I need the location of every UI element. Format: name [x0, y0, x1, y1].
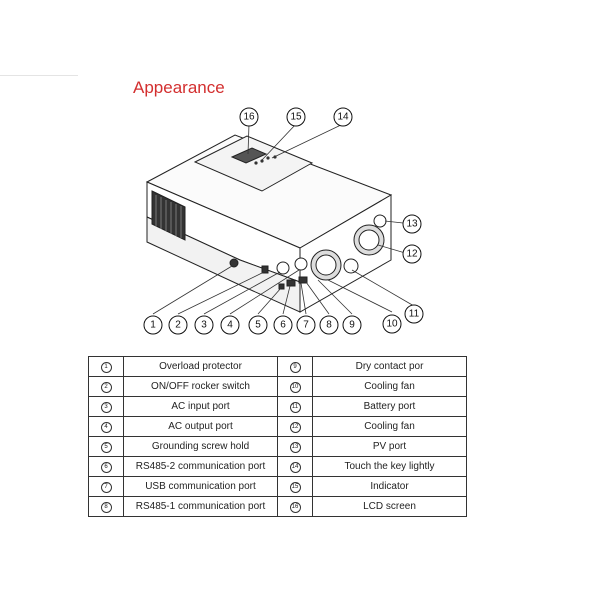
bottom-plate	[146, 216, 301, 313]
table-row: 2 ON/OFF rocker switch 10 Cooling fan	[88, 376, 467, 397]
legend-label: RS485-2 communication port	[123, 456, 278, 477]
legend-label: AC output port	[123, 416, 278, 437]
callout-5: 5	[255, 320, 261, 331]
legend-num: 13	[289, 442, 301, 453]
callout-8: 8	[326, 320, 332, 331]
legend-label: Cooling fan	[312, 416, 467, 437]
callout-4: 4	[227, 320, 233, 331]
legend-num: 11	[289, 402, 301, 413]
table-row: 3 AC input port 11 Battery port	[88, 396, 467, 417]
lcd-screen	[230, 147, 268, 164]
legend-num: 15	[289, 482, 301, 493]
legend-num: 4	[100, 422, 112, 433]
callout-7: 7	[303, 320, 309, 331]
top-panel	[193, 135, 314, 192]
top-rule	[0, 75, 78, 76]
legend-num: 10	[289, 382, 301, 393]
callout-14: 14	[337, 112, 349, 123]
callout-2: 2	[175, 320, 181, 331]
callout-11: 11	[409, 309, 420, 320]
callout-15: 15	[290, 112, 302, 123]
legend-num: 12	[289, 422, 301, 433]
legend-label: Touch the key lightly	[312, 456, 467, 477]
section-title: Appearance	[133, 78, 225, 97]
callout-3: 3	[201, 320, 207, 331]
legend-num: 9	[289, 362, 301, 373]
legend-num: 1	[100, 362, 112, 373]
legend-num: 5	[100, 442, 112, 453]
table-row: 7 USB communication port 15 Indicator	[88, 476, 467, 497]
overload-protector	[229, 258, 239, 268]
table-row: 1 Overload protector 9 Dry contact por	[88, 356, 467, 377]
legend-label: USB communication port	[123, 476, 278, 497]
legend-label: AC input port	[123, 396, 278, 417]
side-vent	[151, 190, 186, 241]
legend-label: Battery port	[312, 396, 467, 417]
callout-16: 16	[243, 112, 255, 123]
legend-num: 2	[100, 382, 112, 393]
legend-num: 6	[100, 462, 112, 473]
table-row: 6 RS485-2 communication port 14 Touch th…	[88, 456, 467, 477]
parts-legend-table: 1 Overload protector 9 Dry contact por 2…	[88, 356, 467, 517]
callout-9: 9	[349, 320, 355, 331]
legend-label: Dry contact por	[312, 356, 467, 377]
callout-6: 6	[280, 320, 286, 331]
callout-1: 1	[150, 320, 156, 331]
legend-label: Indicator	[312, 476, 467, 497]
legend-num: 3	[100, 402, 112, 413]
legend-label: Overload protector	[123, 356, 278, 377]
callout-12: 12	[406, 249, 418, 260]
callout-10: 10	[386, 319, 398, 330]
legend-label: Grounding screw hold	[123, 436, 278, 457]
inverter-diagram: 1 2 3 4 5 6 7 8 9 10 11 12 13 14 15 16	[143, 107, 424, 335]
legend-label: ON/OFF rocker switch	[123, 376, 278, 397]
legend-label: PV port	[312, 436, 467, 457]
table-row: 4 AC output port 12 Cooling fan	[88, 416, 467, 437]
table-row: 8 RS485-1 communication port 16 LCD scre…	[88, 496, 467, 517]
legend-label: RS485-1 communication port	[123, 496, 278, 517]
legend-num: 7	[100, 482, 112, 493]
table-row: 5 Grounding screw hold 13 PV port	[88, 436, 467, 457]
callout-13: 13	[406, 219, 418, 230]
legend-num: 8	[100, 502, 112, 513]
legend-label: LCD screen	[312, 496, 467, 517]
legend-num: 14	[289, 462, 301, 473]
legend-label: Cooling fan	[312, 376, 467, 397]
legend-num: 16	[289, 502, 301, 513]
